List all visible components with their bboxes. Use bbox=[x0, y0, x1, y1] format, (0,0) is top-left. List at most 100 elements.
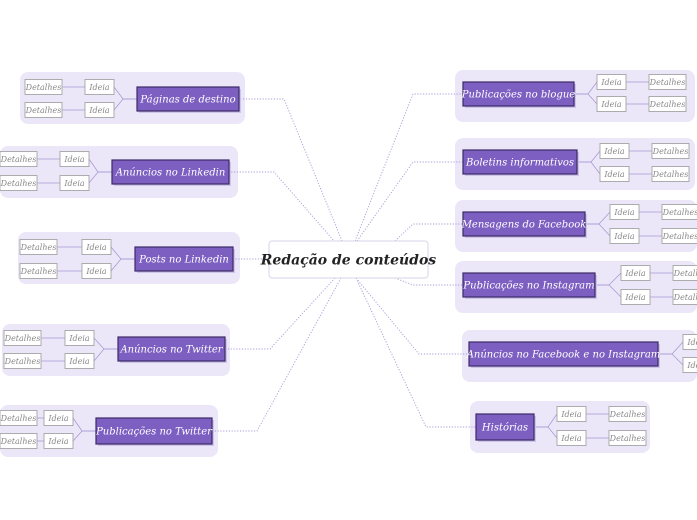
idea-label: Ideia bbox=[63, 155, 85, 164]
branch-box bbox=[95, 417, 213, 445]
detail-node[interactable]: Detalhes bbox=[0, 410, 38, 426]
branch-node[interactable]: Publicações no Twitter bbox=[95, 417, 214, 446]
branch-label: Boletins informativos bbox=[465, 158, 574, 169]
idea-box bbox=[620, 265, 651, 281]
idea-node[interactable]: Ideia bbox=[59, 151, 90, 167]
detail-label: Detalhes bbox=[0, 155, 36, 164]
idea-label: Ideia bbox=[603, 170, 625, 179]
detail-node[interactable]: Detalhes bbox=[0, 175, 38, 191]
detail-label: Detalhes bbox=[649, 100, 686, 109]
branch-node[interactable]: Histórias bbox=[475, 413, 536, 442]
detail-label: Detalhes bbox=[673, 269, 697, 278]
idea-box bbox=[43, 410, 74, 426]
detail-node[interactable]: Detalhes bbox=[608, 406, 647, 422]
idea-label: Ideia bbox=[47, 437, 69, 446]
idea-node[interactable]: Ideia bbox=[609, 204, 640, 220]
branch-label: Anúncios no Twitter bbox=[119, 345, 223, 356]
idea-node[interactable]: Ideia bbox=[59, 175, 90, 191]
idea-node[interactable]: Ideia bbox=[81, 239, 112, 255]
detail-node[interactable]: Detalhes bbox=[24, 102, 63, 118]
branch-label: Histórias bbox=[481, 423, 528, 434]
idea-node[interactable]: Ideia bbox=[620, 289, 651, 305]
idea-node[interactable]: Ideia bbox=[556, 430, 587, 446]
idea-box bbox=[64, 330, 95, 346]
idea-node[interactable]: Ideia bbox=[84, 79, 115, 95]
detail-box bbox=[24, 79, 63, 95]
detail-node[interactable]: Detalhes bbox=[24, 79, 63, 95]
idea-node[interactable]: Ideia bbox=[596, 96, 627, 112]
detail-node[interactable]: Detalhes bbox=[0, 151, 38, 167]
branch-node[interactable]: Mensagens do Facebook bbox=[461, 211, 587, 238]
detail-node[interactable]: Detalhes bbox=[19, 239, 58, 255]
detail-box bbox=[661, 228, 697, 244]
detail-label: Detalhes bbox=[20, 243, 57, 252]
detail-node[interactable]: Detalhes bbox=[648, 96, 687, 112]
detail-node[interactable]: Detalhes bbox=[661, 204, 697, 220]
idea-node[interactable]: Ideia bbox=[43, 410, 74, 426]
connector-lines bbox=[37, 81, 684, 442]
detail-label: Detalhes bbox=[662, 208, 697, 217]
idea-node[interactable]: Ideia bbox=[620, 265, 651, 281]
detail-node[interactable]: Detalhes bbox=[3, 353, 42, 369]
idea-node[interactable]: Ideia bbox=[84, 102, 115, 118]
branch-box bbox=[117, 336, 226, 362]
detail-node[interactable]: Detalhes bbox=[3, 330, 42, 346]
branch-node[interactable]: Anúncios no Twitter bbox=[117, 336, 227, 363]
branch-connector bbox=[225, 277, 336, 350]
idea-node[interactable]: Ideia bbox=[556, 406, 587, 422]
branch-connector bbox=[212, 277, 342, 432]
idea-node[interactable]: Ideia bbox=[599, 143, 630, 159]
idea-label: Ideia bbox=[603, 147, 625, 156]
idea-node[interactable]: Ideia bbox=[81, 263, 112, 279]
detail-box bbox=[608, 406, 647, 422]
branch-connector bbox=[356, 161, 463, 242]
detail-label: Detalhes bbox=[609, 434, 646, 443]
detail-node[interactable]: Detalhes bbox=[672, 289, 697, 305]
branch-node[interactable]: Boletins informativos bbox=[462, 149, 579, 176]
branch-connector bbox=[355, 277, 469, 355]
central-topic-label: Redação de conteúdos bbox=[260, 252, 437, 269]
idea-node[interactable]: Ideia bbox=[599, 166, 630, 182]
branch-node[interactable]: Anúncios no Facebook e no Instagram bbox=[466, 341, 661, 368]
idea-node[interactable]: Ideia bbox=[64, 353, 95, 369]
detail-box bbox=[651, 166, 690, 182]
detail-node[interactable]: Detalhes bbox=[651, 166, 690, 182]
idea-node[interactable]: Ideia bbox=[43, 433, 74, 449]
idea-node[interactable]: Ideia bbox=[596, 74, 627, 90]
detail-node[interactable]: Detalhes bbox=[608, 430, 647, 446]
branch-label: Páginas de destino bbox=[139, 95, 235, 106]
detail-node[interactable]: Detalhes bbox=[651, 143, 690, 159]
idea-box bbox=[596, 74, 627, 90]
branch-label: Mensagens do Facebook bbox=[461, 220, 587, 231]
branch-node[interactable]: Posts no Linkedin bbox=[134, 246, 235, 273]
branch-label: Publicações no blogue bbox=[461, 90, 575, 101]
detail-node[interactable]: Detalhes bbox=[0, 433, 38, 449]
detail-label: Detalhes bbox=[0, 437, 36, 446]
idea-label: Ideia bbox=[686, 361, 697, 370]
idea-box bbox=[84, 102, 115, 118]
idea-node[interactable]: Ideia bbox=[64, 330, 95, 346]
detail-node[interactable]: Detalhes bbox=[672, 265, 697, 281]
detail-node[interactable]: Detalhes bbox=[19, 263, 58, 279]
branch-node[interactable]: Publicações no Instagram bbox=[462, 272, 597, 299]
branch-connector bbox=[354, 93, 463, 242]
branch-connector bbox=[394, 277, 463, 286]
detail-node[interactable]: Detalhes bbox=[648, 74, 687, 90]
idea-connector bbox=[113, 98, 137, 111]
detail-node[interactable]: Detalhes bbox=[661, 228, 697, 244]
detail-label: Detalhes bbox=[662, 232, 697, 241]
idea-label: Ideia bbox=[68, 357, 90, 366]
idea-node[interactable]: Ideia bbox=[609, 228, 640, 244]
detail-label: Detalhes bbox=[649, 78, 686, 87]
branch-box bbox=[468, 341, 659, 367]
branch-node[interactable]: Publicações no blogue bbox=[461, 81, 576, 108]
branch-node[interactable]: Anúncios no Linkedin bbox=[111, 159, 231, 186]
idea-node[interactable]: Ideia bbox=[682, 357, 697, 373]
branch-box bbox=[111, 159, 230, 185]
branch-node[interactable]: Páginas de destino bbox=[136, 86, 241, 113]
idea-label: Ideia bbox=[560, 434, 582, 443]
detail-label: Detalhes bbox=[25, 83, 62, 92]
idea-label: Ideia bbox=[47, 414, 69, 423]
central-topic[interactable]: Redação de conteúdos bbox=[260, 240, 437, 279]
idea-node[interactable]: Ideia bbox=[682, 334, 697, 350]
